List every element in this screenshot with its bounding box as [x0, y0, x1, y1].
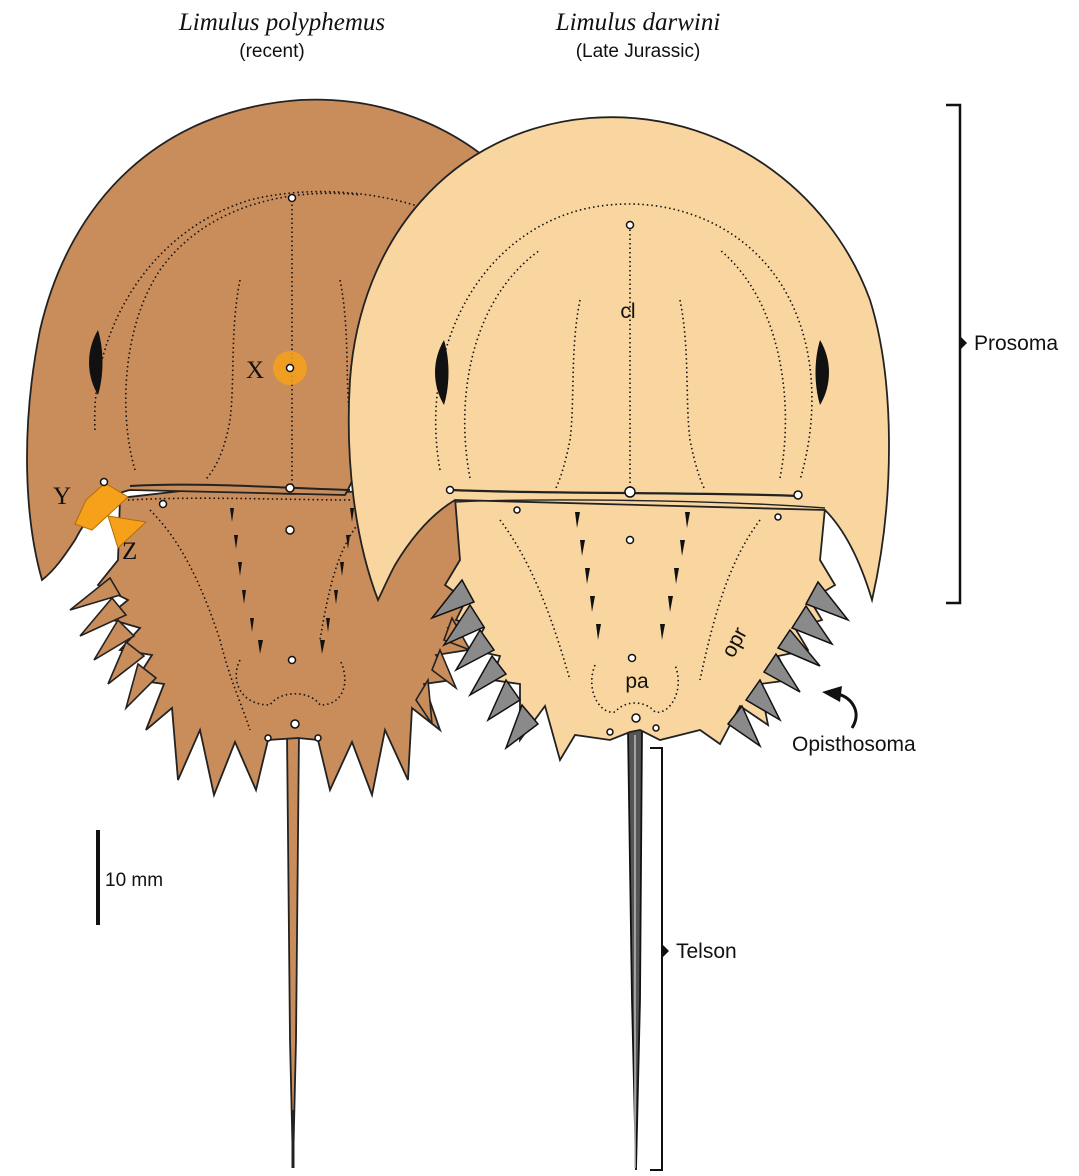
- left-species-period: (recent): [239, 41, 304, 62]
- left-species-name: Limulus polyphemus: [178, 9, 385, 36]
- telson-label: Telson: [676, 940, 737, 963]
- opisthosoma-arrow: [822, 686, 856, 728]
- prosoma-bracket-notch: [960, 336, 967, 350]
- left-telson: [287, 733, 299, 1168]
- right-species-name: Limulus darwini: [555, 9, 721, 36]
- scale-bar-label: 10 mm: [105, 870, 163, 891]
- landmark-x-label: X: [246, 357, 264, 384]
- feature-pa-label: pa: [625, 670, 649, 693]
- right-species-period: (Late Jurassic): [576, 41, 701, 62]
- prosoma-label: Prosoma: [974, 332, 1058, 355]
- opisthosoma-label: Opisthosoma: [792, 733, 916, 756]
- prosoma-bracket: [946, 105, 960, 603]
- telson-bracket: [650, 748, 662, 1170]
- telson-bracket-notch: [662, 944, 669, 958]
- feature-cl-label: cl: [620, 300, 635, 323]
- landmark-y-label: Y: [53, 483, 71, 510]
- landmark-z-label: Z: [122, 538, 137, 565]
